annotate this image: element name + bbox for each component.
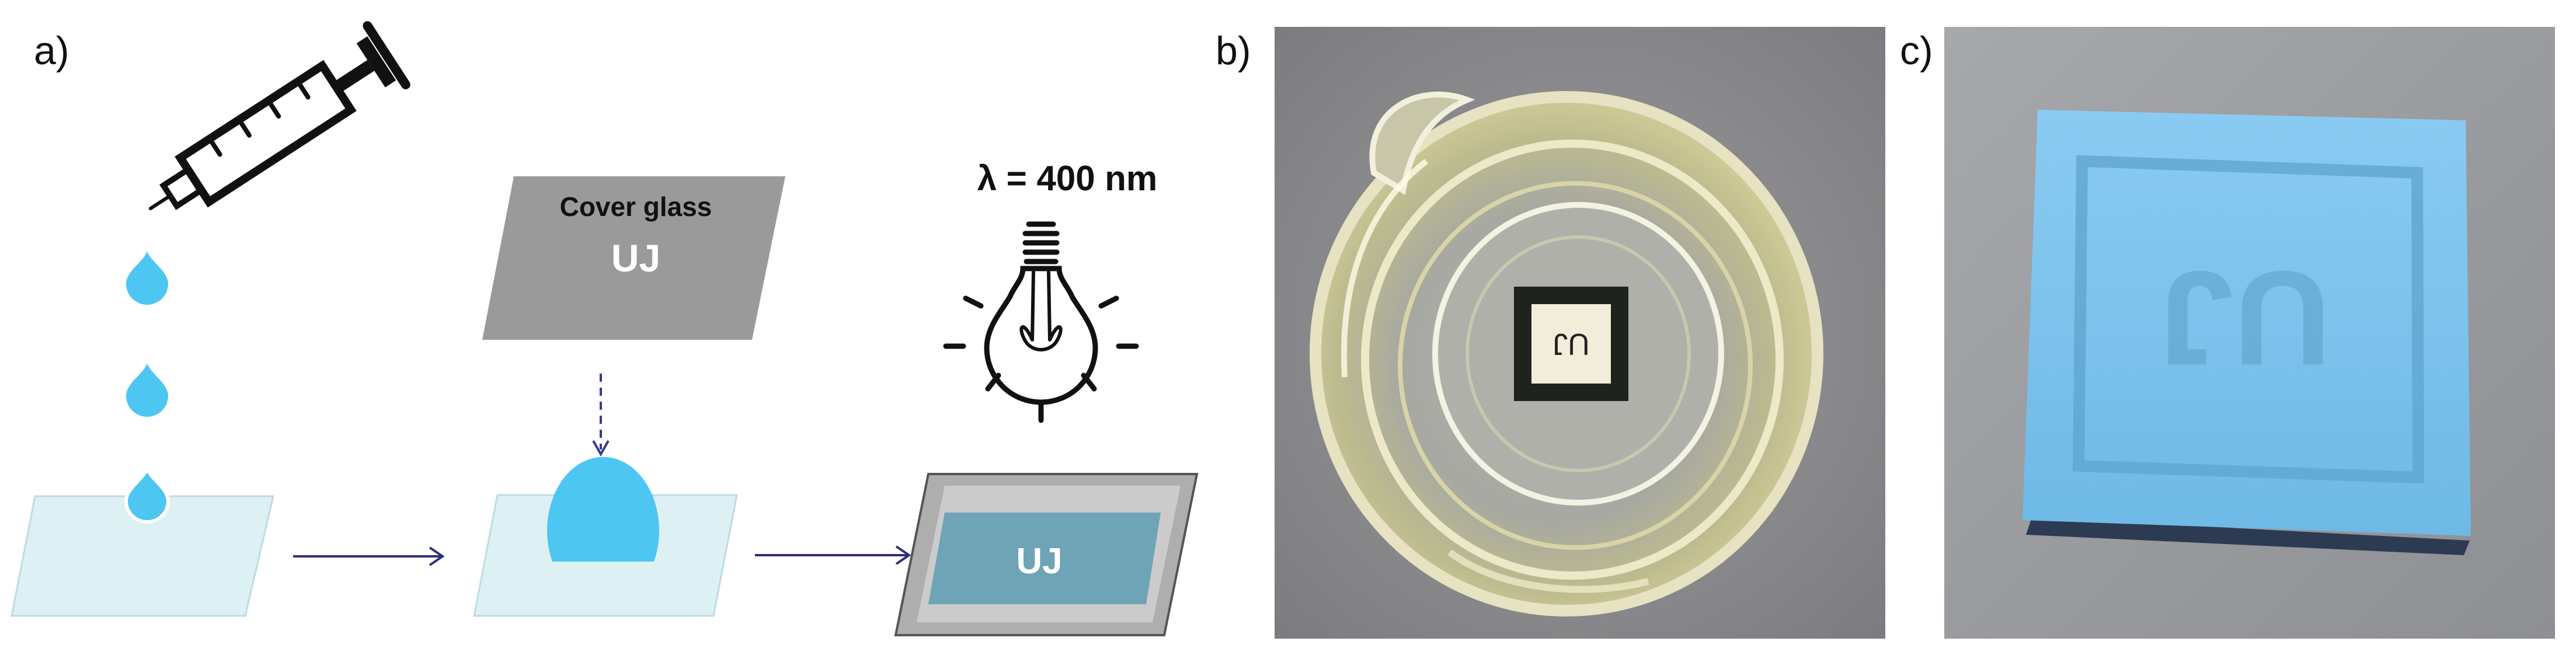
cover-glass-text: UJ <box>611 236 660 280</box>
placement-arrow <box>592 374 610 457</box>
droplet-icon <box>126 251 168 305</box>
cover-glass <box>482 176 785 340</box>
cover-glass-title: Cover glass <box>560 191 712 222</box>
droplet-icon <box>126 363 168 417</box>
panel-label-a: a) <box>34 29 69 73</box>
syringe-icon <box>148 21 410 211</box>
glass-substrate <box>11 495 274 617</box>
droplet-icon <box>124 461 170 524</box>
panel-label-b: b) <box>1216 29 1251 73</box>
panel-label-c: c) <box>1900 29 1933 73</box>
final-sample-text: UJ <box>1016 541 1062 581</box>
wavelength-label: λ = 400 nm <box>977 159 1158 198</box>
light-bulb-icon <box>943 221 1139 423</box>
droplet-dome <box>547 457 659 562</box>
sample-label-paper <box>1531 304 1611 384</box>
sample-label-text: UJ <box>1552 327 1590 361</box>
cover-glass-outline <box>2072 155 2425 484</box>
fabrication-schematic: Cover glass UJ λ = 400 nm UJ <box>11 21 1199 636</box>
sample-imprint-text: UJ <box>2159 243 2331 393</box>
blue-sample-photo: UJ <box>1944 27 2555 639</box>
blue-sample <box>2022 110 2471 536</box>
cured-film <box>928 513 1161 604</box>
beaker-photo: UJ <box>1275 27 1885 639</box>
process-arrow <box>293 546 445 566</box>
process-arrow <box>755 545 911 565</box>
